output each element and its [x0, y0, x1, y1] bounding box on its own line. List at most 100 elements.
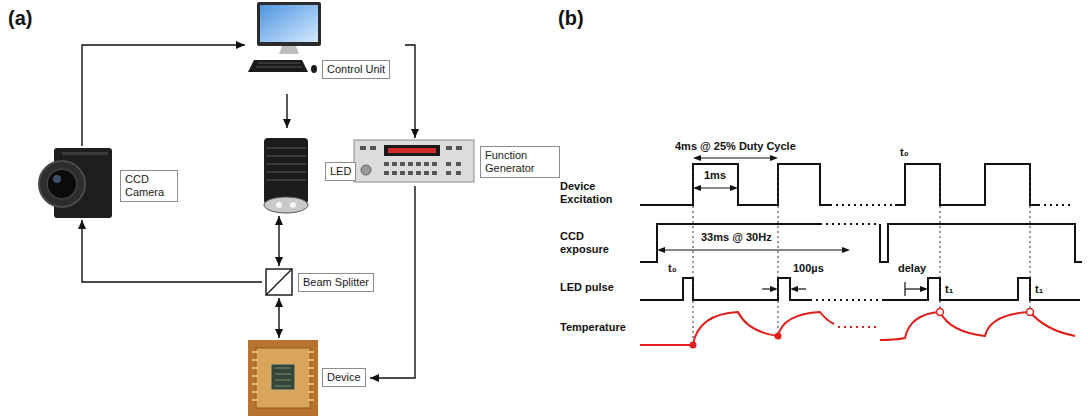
function-generator-icon-part-part	[432, 171, 437, 175]
temperature-curve-part	[838, 326, 876, 328]
function-generator-icon-part-part	[400, 171, 405, 175]
dimension-arrows-part	[697, 187, 734, 188]
led-icon-part	[264, 197, 308, 213]
function-generator-icon-part	[384, 145, 440, 156]
function-generator-icon-part-part	[408, 171, 413, 175]
connector-line	[370, 186, 415, 378]
connector-arrow	[405, 45, 419, 138]
function-generator-icon-part-part	[370, 146, 376, 150]
sync-lines-part	[693, 166, 694, 341]
temperature-markers	[690, 309, 1034, 349]
signal-label: 1ms	[704, 169, 726, 182]
camera-icon-part	[39, 161, 85, 207]
arrowhead	[78, 220, 86, 229]
computer-icon-part	[279, 46, 299, 54]
function-generator-icon-part-part	[432, 162, 437, 166]
function-generator-icon-part-part	[384, 171, 389, 175]
excitation-waveform-part	[895, 164, 1040, 205]
node-label: Device	[322, 368, 366, 387]
led-waveform-part	[640, 278, 812, 300]
signal-label: 33ms @ 30Hz	[701, 231, 772, 244]
temperature-curve	[640, 312, 1075, 345]
device-photo-part	[252, 352, 314, 400]
sync-lines-part	[1030, 166, 1031, 308]
connector-line	[82, 220, 262, 282]
control-unit: Control Unit	[245, 0, 405, 94]
ccd-waveform-part	[640, 224, 822, 262]
dimension-arrows-part	[730, 185, 738, 191]
led-waveform-part	[882, 278, 1080, 300]
sync-lines-part	[778, 166, 779, 332]
beam-splitter-symbol-part	[266, 269, 292, 295]
temperature-markers-part	[937, 309, 944, 316]
computer-icon	[248, 2, 321, 73]
arrowhead	[236, 41, 245, 49]
temperature-curve-part	[880, 312, 1075, 340]
function-generator-icon-part	[361, 165, 371, 175]
signal-label: Device Excitation	[560, 180, 632, 206]
arrowhead	[275, 257, 283, 266]
led-icon	[264, 138, 308, 213]
dimension-arrows-part	[697, 157, 774, 158]
excitation-waveform	[640, 164, 1072, 205]
function-generator-icon-part-part	[456, 146, 462, 150]
device-photo-part-part	[308, 352, 314, 400]
function-generator-icon-part-part	[424, 171, 429, 175]
ccd-waveform-part	[880, 224, 1082, 262]
connector-line	[405, 45, 415, 138]
computer-icon-part	[256, 63, 302, 67]
device-photo-part	[256, 348, 310, 408]
camera-icon-part	[53, 175, 61, 183]
arrowhead	[275, 216, 283, 225]
excitation-waveform-part	[1044, 204, 1072, 206]
signal-label: t₁	[945, 283, 953, 296]
device-photo-part	[248, 340, 318, 416]
sync-lines-part	[940, 166, 941, 308]
function-generator-icon-part	[354, 140, 474, 182]
function-generator-icon-part-part	[456, 162, 461, 166]
arrowhead	[275, 298, 283, 307]
function-generator-icon-part-part	[416, 162, 421, 166]
connector-arrow	[283, 94, 291, 128]
signal-label: t₀	[668, 262, 677, 275]
light-source: LED	[253, 128, 365, 216]
dimension-arrows	[657, 155, 928, 296]
panel-letter: (b)	[558, 6, 584, 30]
dimension-arrows-part	[657, 247, 665, 253]
dimension-arrows-part	[905, 288, 922, 289]
dimension-arrows-part	[693, 185, 701, 191]
dimension-arrows-part	[920, 286, 928, 292]
function-generator-icon-part-part	[392, 162, 397, 166]
signal-label: Temperature	[560, 321, 626, 334]
led-icon-part	[266, 148, 306, 180]
led-waveform-part	[816, 299, 878, 301]
computer-icon-part	[311, 65, 317, 73]
signal-label: 4ms @ 25% Duty Cycle	[675, 140, 796, 153]
node-label: Control Unit	[322, 60, 390, 79]
function-generator-icon-part-part	[446, 162, 451, 166]
function-generator-icon-part-part	[408, 162, 413, 166]
signal-label: LED pulse	[560, 281, 614, 294]
arrowhead	[283, 119, 291, 128]
camera-icon	[39, 148, 112, 218]
ccd-waveform-part	[826, 223, 876, 225]
dimension-arrows-part	[790, 286, 798, 292]
led-waveform	[640, 278, 1080, 300]
device-photo-part	[271, 364, 295, 390]
dimension-arrows-part	[661, 249, 846, 250]
function-generator-icon-part-part	[416, 171, 421, 175]
function-generator-icon-part-part	[424, 162, 429, 166]
arrowhead	[411, 129, 419, 138]
sync-lines	[693, 166, 1030, 341]
node-label: Function Generator	[480, 146, 560, 178]
function-generator-icon-part-part	[360, 146, 366, 150]
arrowhead	[275, 329, 283, 338]
function-generator-icon-part	[360, 146, 462, 175]
signal-label: 100µs	[793, 262, 824, 275]
ccd-waveform	[640, 224, 1082, 262]
signal-label: t₀	[900, 146, 909, 159]
beam-splitter: Beam Splitter	[262, 266, 382, 298]
